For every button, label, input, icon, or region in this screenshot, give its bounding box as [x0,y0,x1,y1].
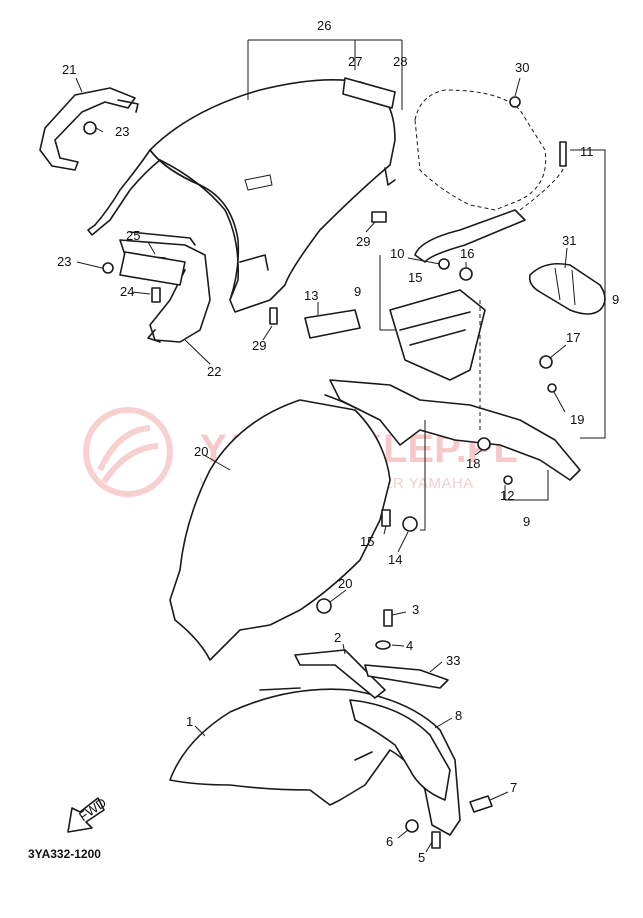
fwd-arrow-icon: FWD [67,795,109,833]
callout-20: 20 [338,576,352,591]
callout-12: 12 [500,488,514,503]
part-2-fender-stay [294,649,386,699]
fwd-label: FWD [76,795,109,824]
callout-24: 24 [120,284,134,299]
bolt-15-lower-icon [381,509,391,527]
clip-7-icon [469,795,493,813]
callout-3: 3 [412,602,419,617]
callout-30: 29 [356,234,370,249]
callout-13: 13 [304,288,318,303]
callout-brackets [247,39,606,531]
callout-9-bottom: 9 [523,514,530,529]
part-32-tool-bag [528,262,606,315]
callout-9-right: 9 [612,292,619,307]
callout-17-upper: 17 [566,330,580,345]
bolt-30-icon [371,211,387,223]
callout-7: 7 [510,780,517,795]
callout-26: 26 [317,18,331,33]
washer-6-icon [405,819,419,833]
callout-22: 22 [207,364,221,379]
callout-10: 10 [390,246,404,261]
part-26-seat [87,79,396,313]
diagram-code: 3YA332-1200 [28,847,101,861]
callout-17-lower: 18 [466,456,480,471]
bolt-3-icon [383,609,393,627]
part-10-band [414,209,526,263]
callout-1: 1 [186,714,193,729]
callout-21: 21 [62,62,76,77]
bolt-23-left-icon [102,262,114,274]
callout-14: 14 [388,552,402,567]
callout-labels: 26 27 28 21 23 30 11 25 23 24 29 10 16 1… [57,18,619,865]
part-9-bracket [389,289,486,381]
frame-outline [414,89,547,211]
leader-lines [75,77,568,853]
callout-9-left: 9 [354,284,361,299]
callout-19: 20 [194,444,208,459]
callout-15-upper: 15 [408,270,422,285]
callout-27: 27 [348,54,362,69]
nut-16-icon [459,267,473,281]
callout-33: 33 [446,653,460,668]
callout-28: 28 [393,54,407,69]
nut-20-icon [316,598,332,614]
part-21-grab-bar [39,87,139,171]
nut-31-icon [509,96,521,108]
callout-4: 4 [406,638,413,653]
watermark-logo-icon [83,407,173,497]
washer-4-icon [375,640,391,650]
callout-25: 25 [126,228,140,243]
part-25-cover-plate [119,251,186,286]
nut-17-lower-icon [477,437,491,451]
callout-23-left: 23 [57,254,71,269]
bolt-5-icon [431,831,441,849]
callout-6: 6 [386,834,393,849]
callout-11: 11 [580,144,594,159]
part-19-rear-fender [169,379,581,661]
part-33-plate [364,664,449,689]
callout-29: 29 [252,338,266,353]
washer-12-icon [503,475,513,485]
bolt-23-top-icon [83,121,97,135]
bolt-24-icon [151,287,161,303]
callout-18: 19 [570,412,584,427]
callout-5: 5 [418,850,425,865]
washer-18-icon [547,383,557,393]
callout-23-top: 23 [115,124,129,139]
bolt-15-upper-icon [438,258,450,270]
callout-31: 30 [515,60,529,75]
part-13-damper-pad [304,309,361,339]
bolt-11-icon [559,141,567,167]
watermark-logo-swoosh [97,425,159,484]
bolt-29-icon [269,307,278,325]
callout-32: 31 [562,233,576,248]
callout-16: 16 [460,246,474,261]
callout-2: 2 [334,630,341,645]
part-8-inner-guard [349,699,451,801]
nut-17-upper-icon [539,355,553,369]
callout-15-lower: 15 [360,534,374,549]
callout-8: 8 [455,708,462,723]
nut-14-icon [402,516,418,532]
part-27-seat-strap [342,77,396,109]
